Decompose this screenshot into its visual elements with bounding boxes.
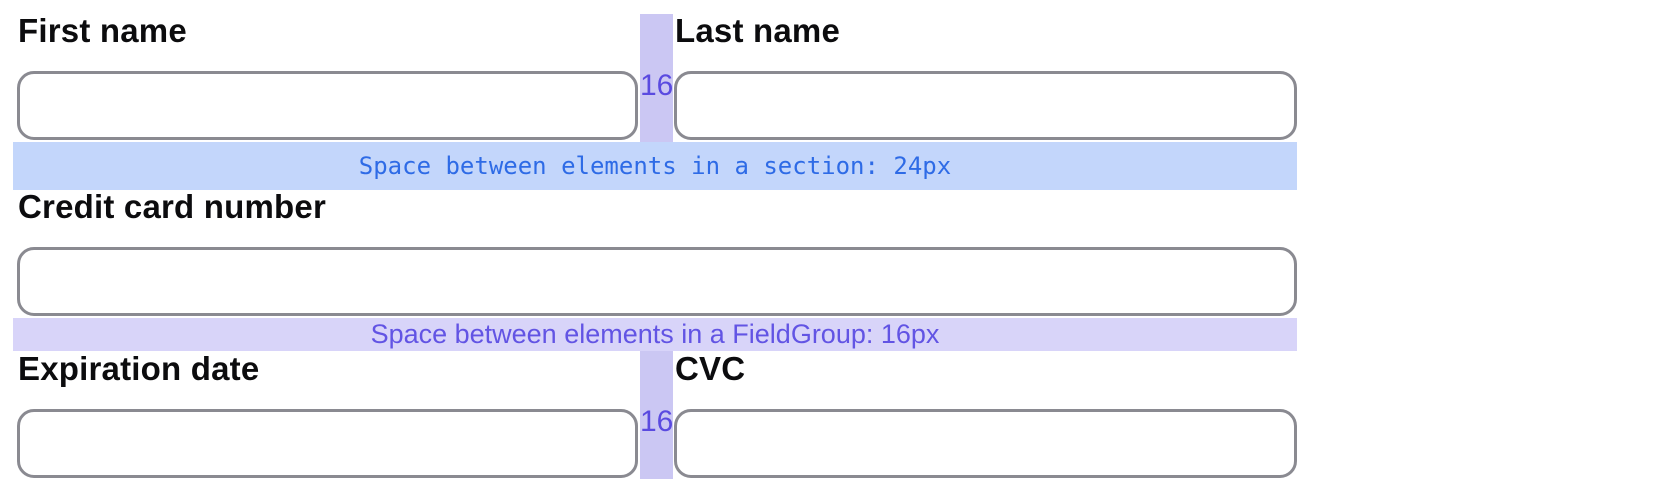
fieldgroup-gap-annotation: Space between elements in a FieldGroup: …	[370, 319, 940, 349]
column-gap-value: 16	[640, 69, 674, 102]
column-gap-value: 16	[640, 405, 674, 438]
column-gap-band-row3: 16	[640, 351, 673, 479]
cvc-input[interactable]	[674, 409, 1297, 478]
first-name-label: First name	[18, 12, 187, 49]
fieldgroup-gap-band: Space between elements in a FieldGroup: …	[13, 318, 1297, 351]
column-gap-band-row1: 16	[640, 14, 673, 142]
section-gap-annotation: Space between elements in a section: 24p…	[358, 152, 952, 180]
card-number-label: Credit card number	[18, 188, 326, 225]
card-number-input[interactable]	[17, 247, 1297, 316]
expiration-date-input[interactable]	[17, 409, 638, 478]
last-name-input[interactable]	[674, 71, 1297, 140]
cvc-label: CVC	[675, 350, 746, 387]
expiration-date-label: Expiration date	[18, 350, 260, 387]
section-gap-band: Space between elements in a section: 24p…	[13, 142, 1297, 190]
last-name-label: Last name	[675, 12, 841, 49]
first-name-input[interactable]	[17, 71, 638, 140]
